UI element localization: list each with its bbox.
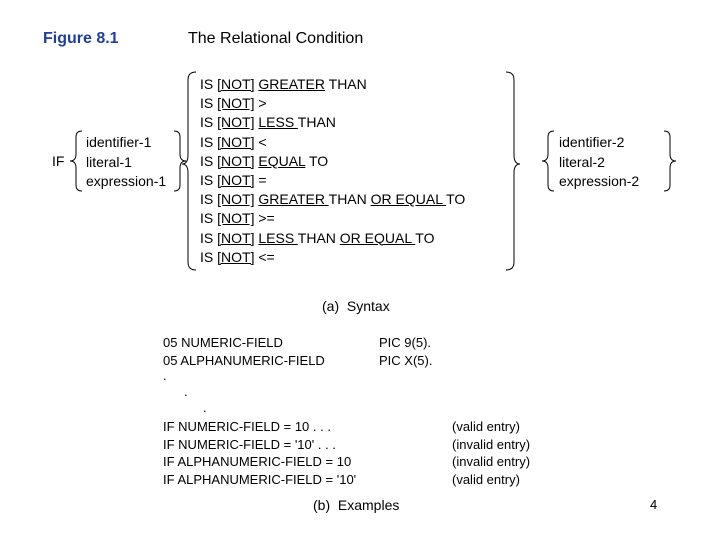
figure-label: Figure 8.1 xyxy=(43,30,119,47)
is-keyword: IS xyxy=(200,171,218,188)
example-statement: IF NUMERIC-FIELD = 10 . . . xyxy=(163,419,331,434)
page-number: 4 xyxy=(650,497,658,512)
is-keyword: IS xyxy=(200,191,218,208)
operator-text: THAN xyxy=(297,114,336,131)
not-option: [NOT] xyxy=(217,210,255,227)
ellipsis-dot: . xyxy=(203,400,207,415)
operator-row: IS [NOT] LESS THAN OR EQUAL TO xyxy=(200,229,465,248)
operator-row: IS [NOT] < xyxy=(200,133,465,152)
is-keyword: IS xyxy=(200,248,218,265)
right-operand-list: identifier-2 literal-2 expression-2 xyxy=(559,133,639,192)
is-keyword: IS xyxy=(200,95,218,112)
operator-brace-right xyxy=(505,71,521,271)
right-operand: identifier-2 xyxy=(559,134,625,150)
ellipsis-dot: . xyxy=(163,368,167,383)
operator-row: IS [NOT] GREATER THAN OR EQUAL TO xyxy=(200,190,465,209)
left-operand: identifier-1 xyxy=(86,134,152,150)
operator-text: THAN xyxy=(325,76,367,92)
operator-text: >= xyxy=(258,210,275,227)
left-operand-brace xyxy=(69,130,83,192)
not-option: [NOT] xyxy=(217,114,255,131)
operator-text: LESS xyxy=(258,229,298,246)
ellipsis-dot: . xyxy=(184,384,188,399)
examples-caption: (b) Examples xyxy=(313,497,400,513)
example-notes: (valid entry) (invalid entry) (invalid e… xyxy=(452,418,530,488)
not-option: [NOT] xyxy=(217,191,255,208)
declaration-line: 05 NUMERIC-FIELD xyxy=(163,335,283,350)
is-keyword: IS xyxy=(200,133,218,150)
not-option: [NOT] xyxy=(217,133,255,150)
slide-title: The Relational Condition xyxy=(188,30,364,47)
left-operand-list: identifier-1 literal-1 expression-1 xyxy=(86,133,166,192)
operator-row: IS [NOT] <= xyxy=(200,248,465,267)
operator-text: OR EQUAL xyxy=(370,191,447,208)
declaration-line: 05 ALPHANUMERIC-FIELD xyxy=(163,352,325,368)
example-statement: IF NUMERIC-FIELD = '10' . . . xyxy=(163,436,336,452)
operator-text: GREATER xyxy=(258,191,329,208)
not-option: [NOT] xyxy=(217,229,255,246)
pic-clauses: PIC 9(5). PIC X(5). xyxy=(379,334,432,369)
pic-clause: PIC X(5). xyxy=(379,352,433,368)
operator-text: TO xyxy=(446,191,466,208)
operator-text: OR EQUAL xyxy=(339,229,416,246)
operator-text: GREATER xyxy=(258,76,325,92)
data-declarations: 05 NUMERIC-FIELD 05 ALPHANUMERIC-FIELD xyxy=(163,334,325,369)
operator-row: IS [NOT] EQUAL TO xyxy=(200,152,465,171)
right-operand: literal-2 xyxy=(559,153,605,170)
operator-text: THAN xyxy=(328,191,371,208)
not-option: [NOT] xyxy=(217,76,255,92)
syntax-caption: (a) Syntax xyxy=(322,298,390,314)
is-keyword: IS xyxy=(200,114,218,131)
operator-row: IS [NOT] > xyxy=(200,94,465,113)
left-operand-brace-right xyxy=(173,130,187,192)
operator-text: TO xyxy=(415,229,435,246)
operator-text: TO xyxy=(305,152,329,169)
example-statement: IF ALPHANUMERIC-FIELD = 10 xyxy=(163,454,352,469)
operator-brace-left xyxy=(181,71,197,271)
operator-text: < xyxy=(258,133,267,150)
operator-text: THAN xyxy=(297,229,340,246)
not-option: [NOT] xyxy=(217,248,255,265)
not-option: [NOT] xyxy=(217,152,255,169)
right-operand: expression-2 xyxy=(559,173,640,189)
operator-row: IS [NOT] LESS THAN xyxy=(200,113,465,132)
validity-note: (invalid entry) xyxy=(452,436,531,452)
if-keyword: IF xyxy=(52,153,65,169)
is-keyword: IS xyxy=(200,229,218,246)
operator-text: > xyxy=(258,95,267,112)
example-statement: IF ALPHANUMERIC-FIELD = '10' xyxy=(163,471,357,487)
left-operand: literal-1 xyxy=(86,153,132,170)
operator-row: IS [NOT] = xyxy=(200,171,465,190)
operator-text: = xyxy=(258,171,267,188)
is-keyword: IS xyxy=(200,210,218,227)
right-operand-brace-left xyxy=(541,130,555,192)
right-operand-brace-right xyxy=(663,130,677,192)
operator-row: IS [NOT] >= xyxy=(200,209,465,228)
not-option: [NOT] xyxy=(217,171,255,188)
validity-note: (valid entry) xyxy=(452,471,520,487)
operator-row: IS [NOT] GREATER THAN xyxy=(200,75,465,94)
validity-note: (invalid entry) xyxy=(452,454,531,469)
operator-text: <= xyxy=(258,248,275,265)
validity-note: (valid entry) xyxy=(452,419,520,434)
operator-text: LESS xyxy=(258,114,298,131)
not-option: [NOT] xyxy=(217,95,255,112)
is-keyword: IS xyxy=(200,152,218,169)
is-keyword: IS xyxy=(200,76,218,92)
pic-clause: PIC 9(5). xyxy=(379,335,432,350)
left-operand: expression-1 xyxy=(86,173,167,189)
operator-text: EQUAL xyxy=(258,152,306,169)
example-statements: IF NUMERIC-FIELD = 10 . . . IF NUMERIC-F… xyxy=(163,418,356,488)
